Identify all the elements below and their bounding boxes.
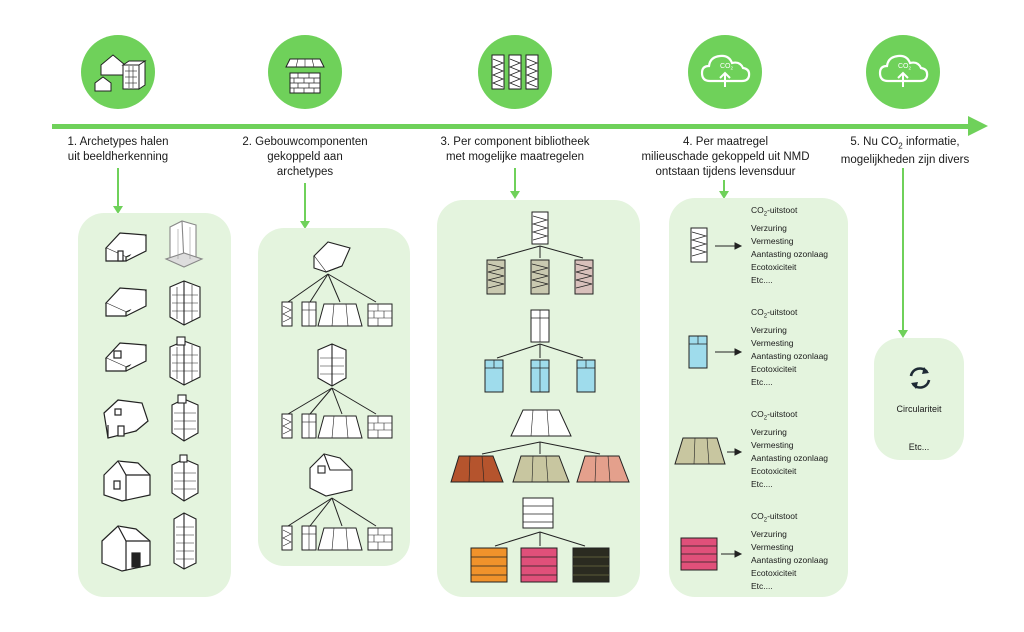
- connector-5-arrowhead: [898, 330, 908, 338]
- svg-text:CO2: CO2: [898, 63, 912, 71]
- circularity-label: Circulariteit: [896, 404, 942, 414]
- connector-4-arrowhead: [719, 191, 729, 199]
- connector-3-arrowhead: [510, 191, 520, 199]
- connector-2-arrowhead: [300, 221, 310, 229]
- connector-4: [723, 180, 725, 193]
- houses-icon: [94, 54, 147, 92]
- timeline-line: [52, 124, 972, 129]
- archetype-buildings: [101, 220, 204, 572]
- step-1-circle: [81, 35, 155, 109]
- step-5-circle: CO2: [866, 35, 940, 109]
- connector-1-arrowhead: [113, 206, 123, 214]
- timeline-arrowhead: [968, 116, 988, 136]
- connector-3: [514, 168, 516, 193]
- impact-icons: [674, 227, 743, 571]
- step-1-label: 1. Archetypes halen uit beeldherkenning: [67, 136, 169, 163]
- components-panel: [258, 228, 410, 566]
- impact-list-1: CO2-uitstoot Verzuring Vermesting Aantas…: [751, 205, 829, 285]
- circularity-etc: Etc...: [908, 442, 930, 452]
- step-5-label: 5. Nu CO2 informatie, mogelijkheden zijn…: [840, 136, 970, 167]
- co2-cloud-icon: CO2: [878, 54, 929, 87]
- impact-list-4: CO2-uitstoot Verzuring Vermesting Aantas…: [751, 511, 829, 591]
- co2-cloud-icon: CO2: [700, 54, 751, 87]
- step-2-label: 2. Gebouwcomponenten gekoppeld aan arche…: [242, 136, 368, 178]
- connector-5: [902, 168, 904, 332]
- step-2-circle: [268, 35, 342, 109]
- measure-library: [450, 211, 630, 583]
- impact-panel: CO2-uitstoot Verzuring Vermesting Aantas…: [669, 198, 848, 597]
- refresh-icon: [909, 367, 931, 389]
- step-3-circle: [478, 35, 552, 109]
- archetypes-panel: [78, 213, 231, 597]
- components-icon: [285, 58, 325, 94]
- svg-text:CO2: CO2: [720, 63, 734, 71]
- step-3-label: 3. Per component bibliotheek met mogelij…: [440, 136, 590, 163]
- library-panel: [437, 200, 640, 597]
- impact-list-3: CO2-uitstoot Verzuring Vermesting Aantas…: [751, 409, 829, 489]
- connector-2: [304, 183, 306, 223]
- impact-list-2: CO2-uitstoot Verzuring Vermesting Aantas…: [751, 307, 829, 387]
- step-4-circle: CO2: [688, 35, 762, 109]
- component-trees: [281, 241, 393, 551]
- step-4-label: 4. Per maatregel milieuschade gekoppeld …: [641, 136, 810, 178]
- connector-1: [117, 168, 119, 208]
- circularity-panel: Circulariteit Etc...: [874, 338, 964, 460]
- insulation-icon: [491, 54, 539, 90]
